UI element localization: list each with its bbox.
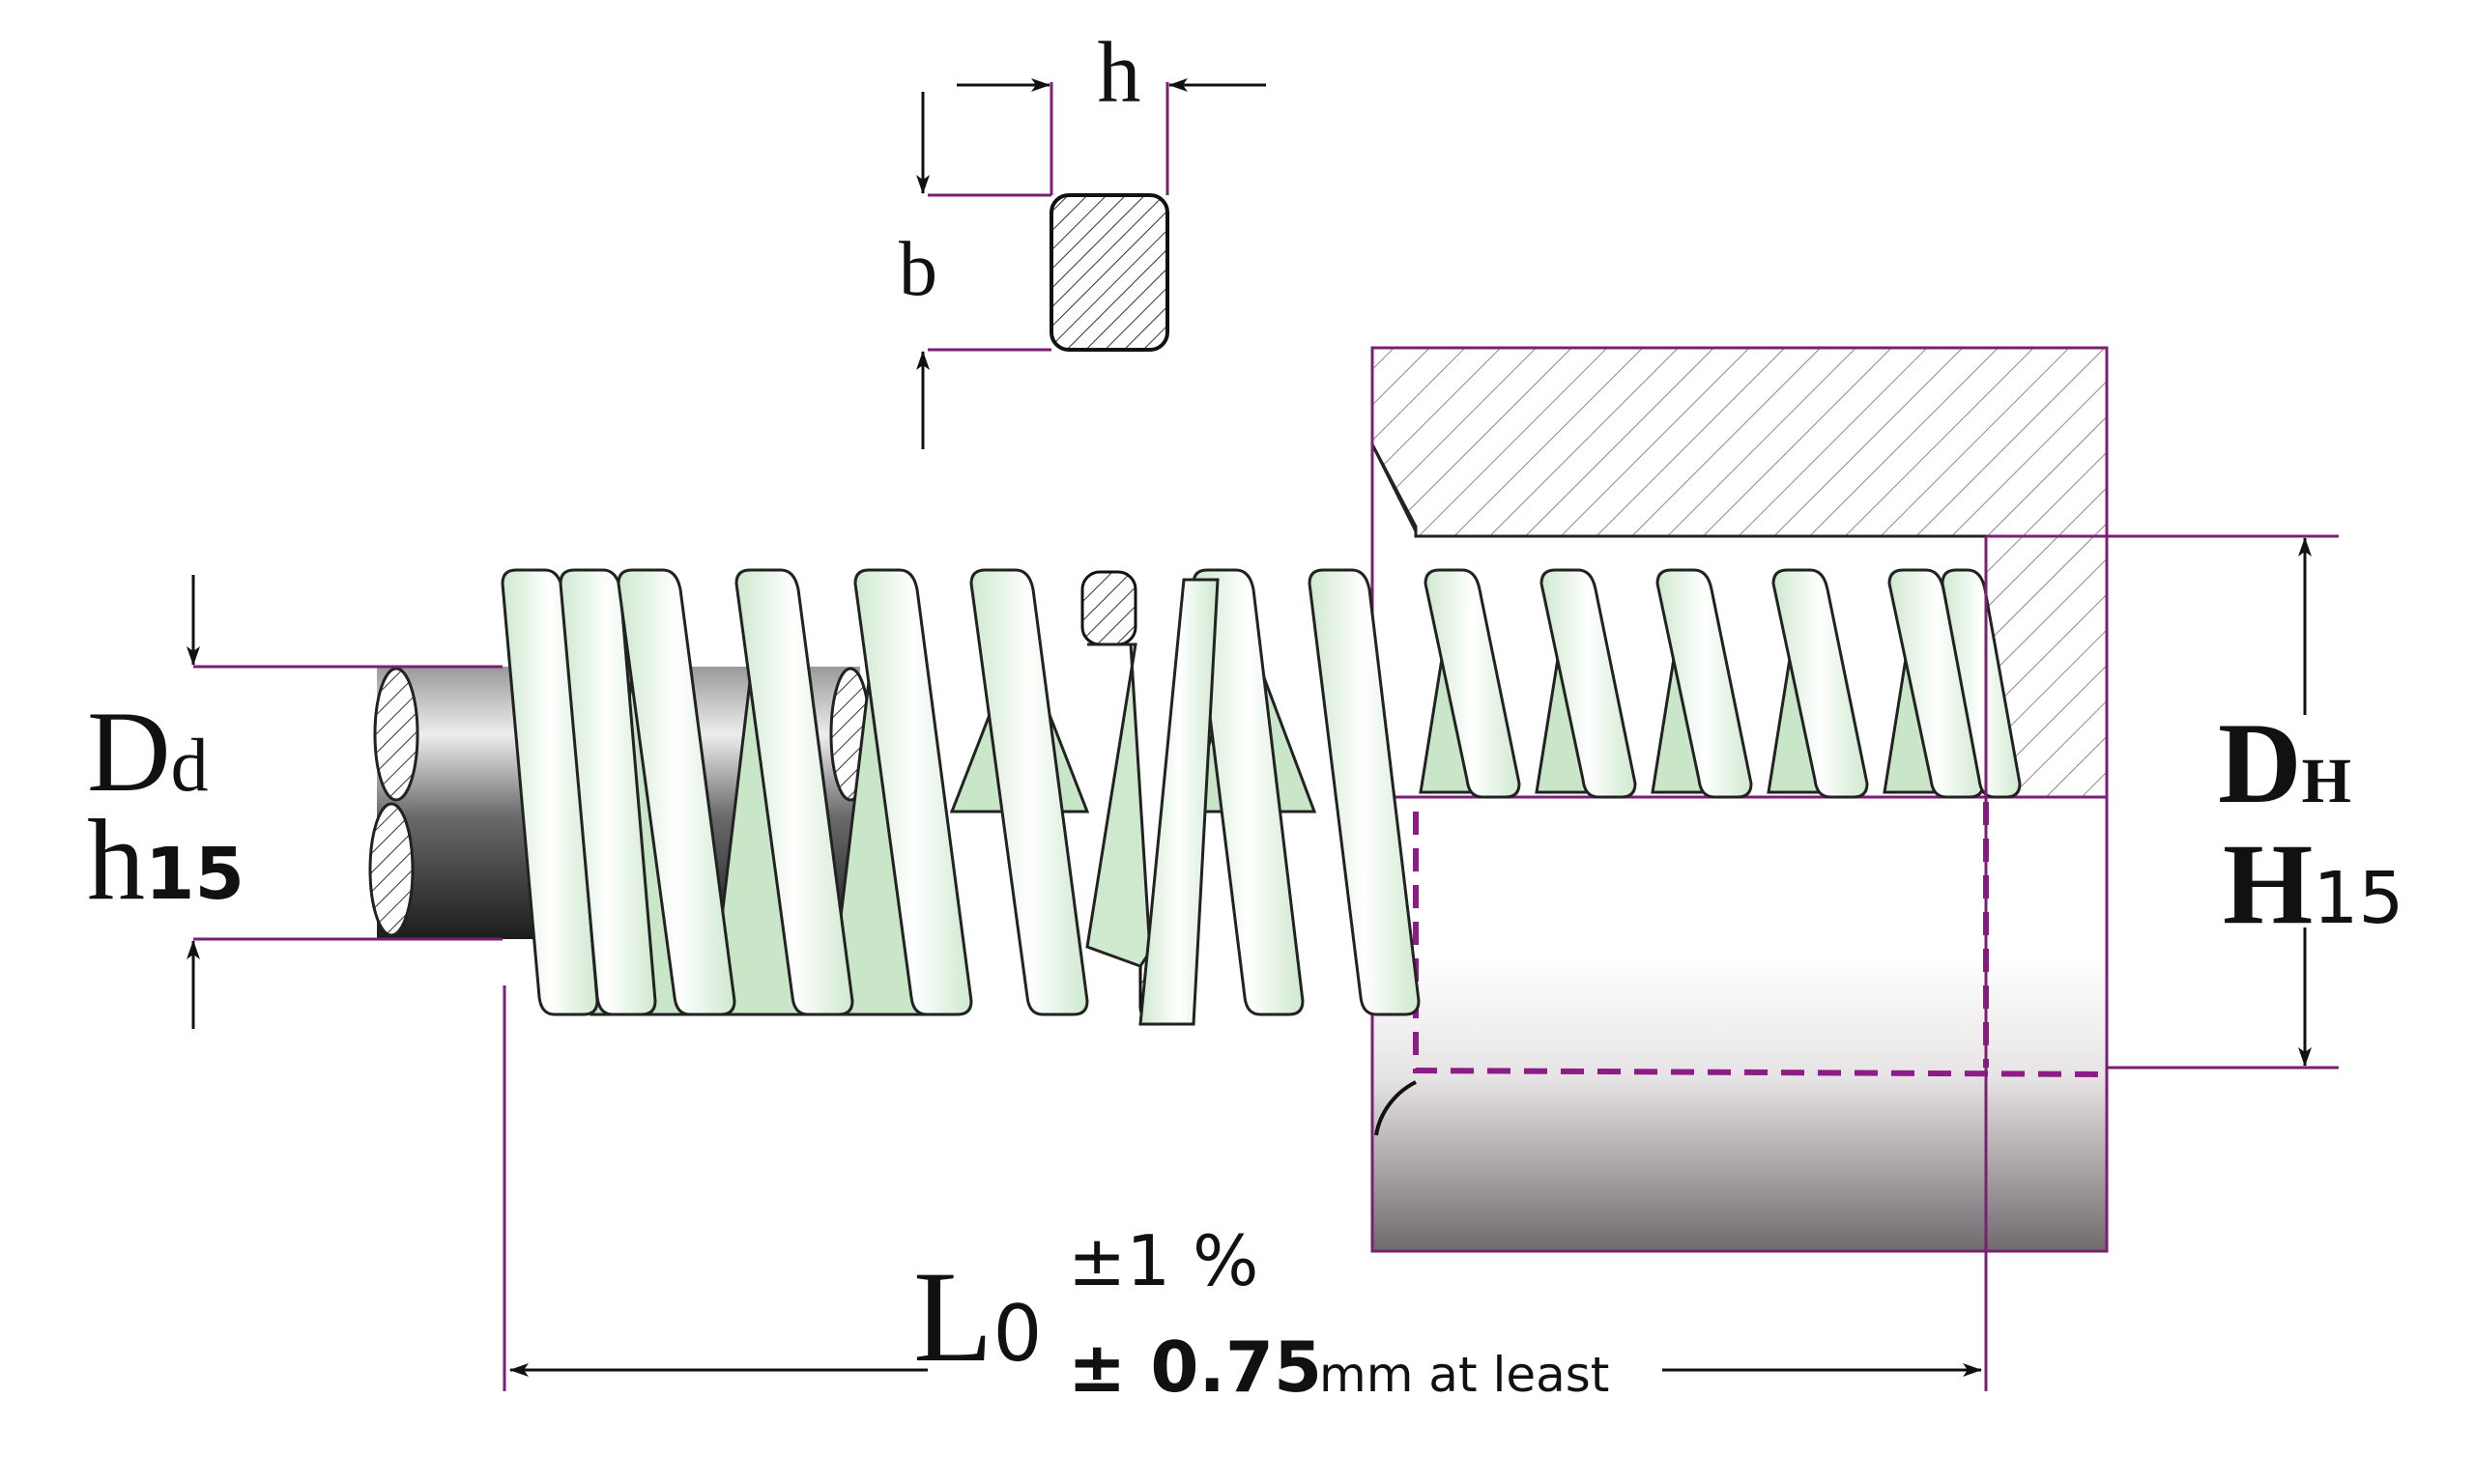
hole-diameter-dimension: DH H15 bbox=[1986, 534, 2404, 1070]
rod-break-upper bbox=[373, 667, 419, 802]
dd-label: Dd bbox=[87, 687, 209, 815]
housing-lower-section bbox=[1372, 797, 2107, 1251]
die-spring bbox=[501, 568, 2022, 1026]
dd-symbol: D bbox=[87, 687, 171, 815]
dh-symbol: D bbox=[2218, 699, 2302, 827]
spring-coil bbox=[617, 568, 736, 1016]
b-label: b bbox=[899, 227, 937, 312]
spring-coil bbox=[1771, 568, 1869, 799]
l0-symbol: L bbox=[913, 1245, 992, 1389]
l0-tol-percent: ±1 % bbox=[1068, 1220, 1258, 1301]
dd-tolerance: h15 bbox=[87, 795, 245, 924]
dd-tol-class: h bbox=[87, 795, 145, 924]
dh-label: DH bbox=[2218, 699, 2351, 827]
dh-tol-grade: 15 bbox=[2313, 857, 2403, 940]
dd-tol-grade: 15 bbox=[145, 833, 245, 916]
wire-section-shape bbox=[1050, 193, 1169, 352]
hole-hidden-line bbox=[1413, 812, 2108, 1077]
l0-tol-note: mm at least bbox=[1319, 1347, 1609, 1403]
spring-coil bbox=[1424, 568, 1521, 799]
rod-diameter-dimension: Dd h15 bbox=[87, 575, 503, 1029]
spring-coil bbox=[1308, 568, 1421, 1016]
spring-broken-coil-left bbox=[1085, 642, 1152, 968]
spring-coil bbox=[969, 568, 1089, 1016]
spring-coil bbox=[1539, 568, 1637, 799]
spring-coil bbox=[1655, 568, 1753, 799]
spring-broken-coil-right bbox=[1138, 578, 1220, 1026]
rod-break-lower bbox=[368, 802, 415, 937]
dh-tol-class: H bbox=[2223, 819, 2313, 948]
h-label: h bbox=[1098, 25, 1141, 121]
l0-label: L0 bbox=[913, 1245, 1042, 1389]
free-length-dimension: L0 ±1 % ± 0.75 mm at least bbox=[503, 536, 1988, 1408]
spring-wire-cut-top bbox=[1080, 570, 1137, 646]
l0-subscript: 0 bbox=[992, 1289, 1042, 1379]
spring-coil bbox=[1941, 568, 2022, 799]
dd-subscript: d bbox=[171, 723, 209, 807]
housing-chamfer-top bbox=[1370, 443, 1418, 532]
spring-coil bbox=[1887, 568, 1985, 799]
housing-block bbox=[1370, 346, 2109, 1253]
spring-coil bbox=[853, 568, 973, 1016]
spring-coil bbox=[734, 568, 854, 1016]
spring-coil bbox=[559, 568, 657, 1016]
housing-chamfer-bottom bbox=[1374, 1080, 1417, 1136]
wire-cross-section: h b bbox=[899, 25, 1266, 449]
l0-tol-mm: ± 0.75 bbox=[1068, 1327, 1322, 1408]
dh-tolerance: H15 bbox=[2223, 819, 2404, 948]
spring-coil bbox=[501, 568, 599, 1016]
dh-subscript: H bbox=[2302, 746, 2351, 816]
